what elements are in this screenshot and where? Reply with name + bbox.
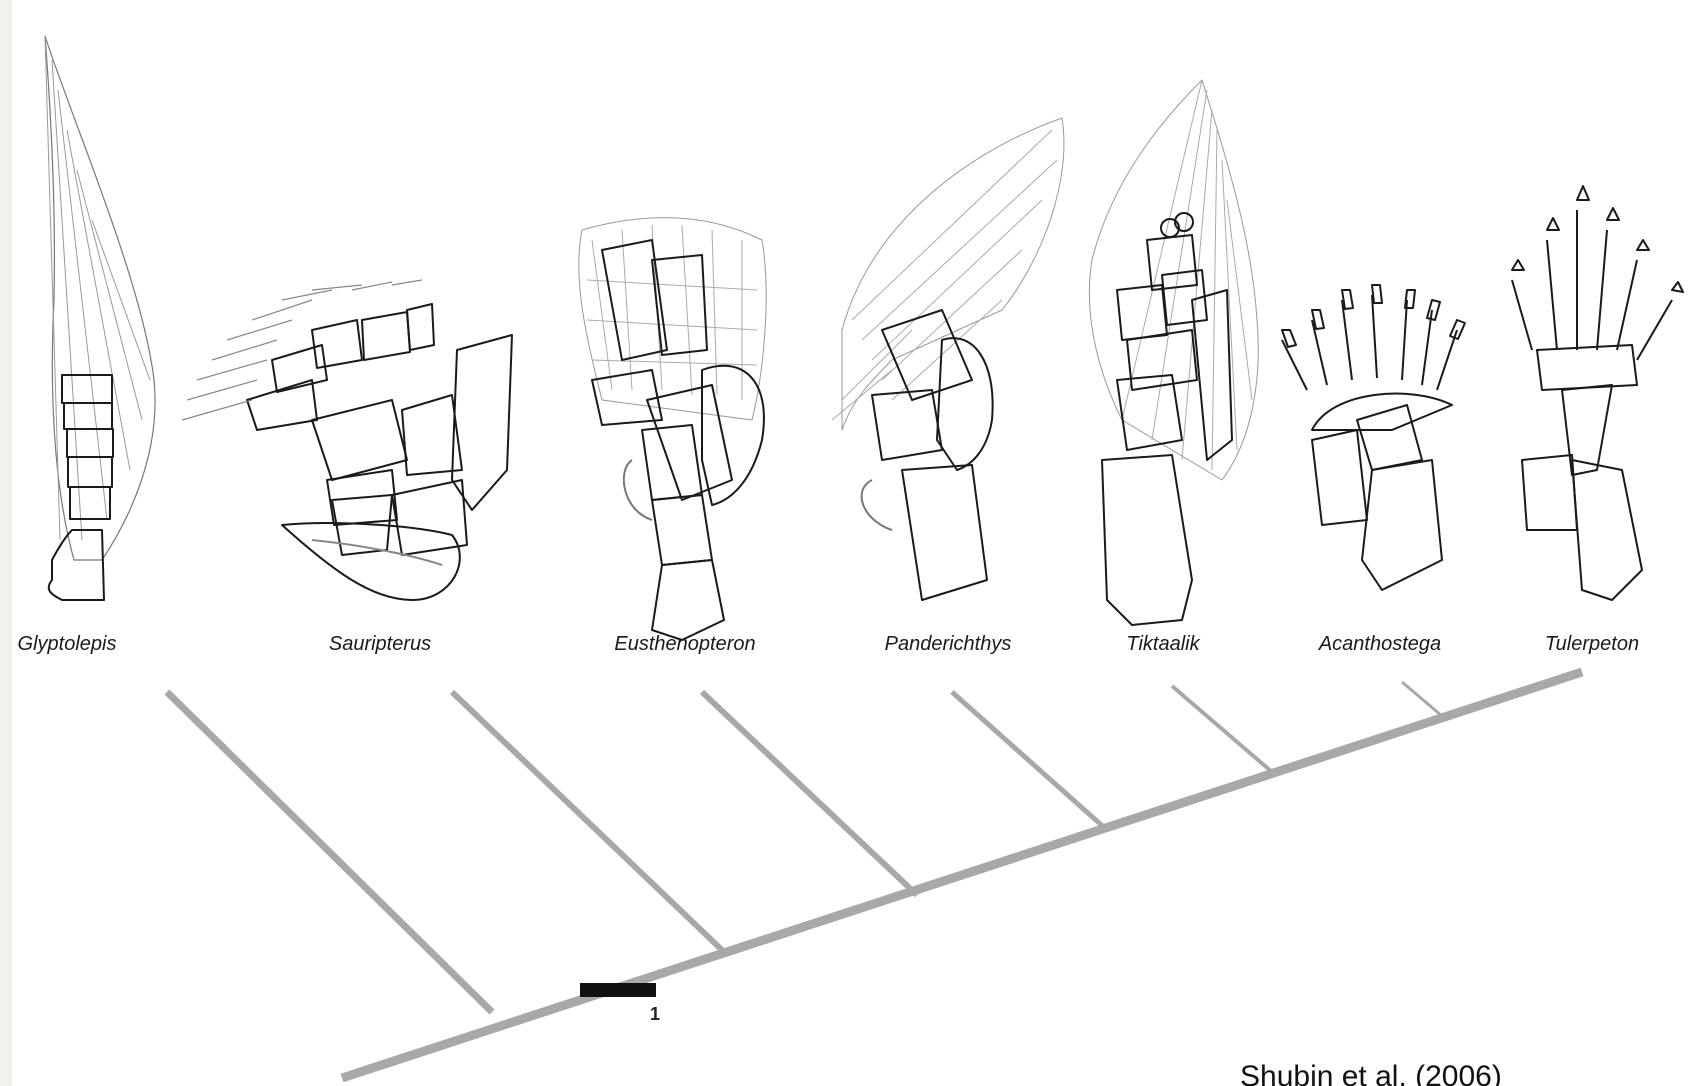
taxon-label-panderichthys: Panderichthys: [885, 633, 1012, 656]
taxon-label-sauripterus: Sauripterus: [329, 633, 431, 656]
fin-sauripterus: [182, 280, 512, 600]
limb-acanthostega: [1282, 285, 1465, 590]
taxon-label-acanthostega: Acanthostega: [1319, 633, 1441, 656]
scale-bar: [580, 983, 656, 997]
taxon-label-tulerpeton: Tulerpeton: [1545, 633, 1639, 656]
fin-panderichthys: [832, 118, 1064, 600]
taxon-label-glyptolepis: Glyptolepis: [18, 633, 117, 656]
scale-bar-label: 1: [650, 1004, 660, 1025]
branch-tiktaalik: [1172, 686, 1272, 772]
taxon-label-tiktaalik: Tiktaalik: [1126, 633, 1199, 656]
fin-glyptolepis: [45, 36, 155, 600]
branch-acanthostega: [1402, 682, 1442, 716]
fin-tiktaalik: [1089, 80, 1258, 625]
main-trunk: [342, 672, 1582, 1078]
taxon-label-eusthenopteron: Eusthenopteron: [614, 633, 755, 656]
branch-glyptolepis: [167, 692, 492, 1012]
cladogram: [167, 672, 1582, 1078]
limb-tulerpeton: [1512, 186, 1683, 600]
branch-sauripterus: [452, 692, 722, 950]
citation: Shubin et al. (2006): [1240, 1060, 1502, 1086]
branch-panderichthys: [952, 692, 1107, 830]
branch-eusthenopteron: [702, 692, 917, 895]
phylogeny-figure: Glyptolepis Sauripterus Eusthenopteron P…: [12, 0, 1702, 1086]
fin-eusthenopteron: [579, 218, 766, 640]
fin-limb-drawings: [12, 0, 1702, 1086]
